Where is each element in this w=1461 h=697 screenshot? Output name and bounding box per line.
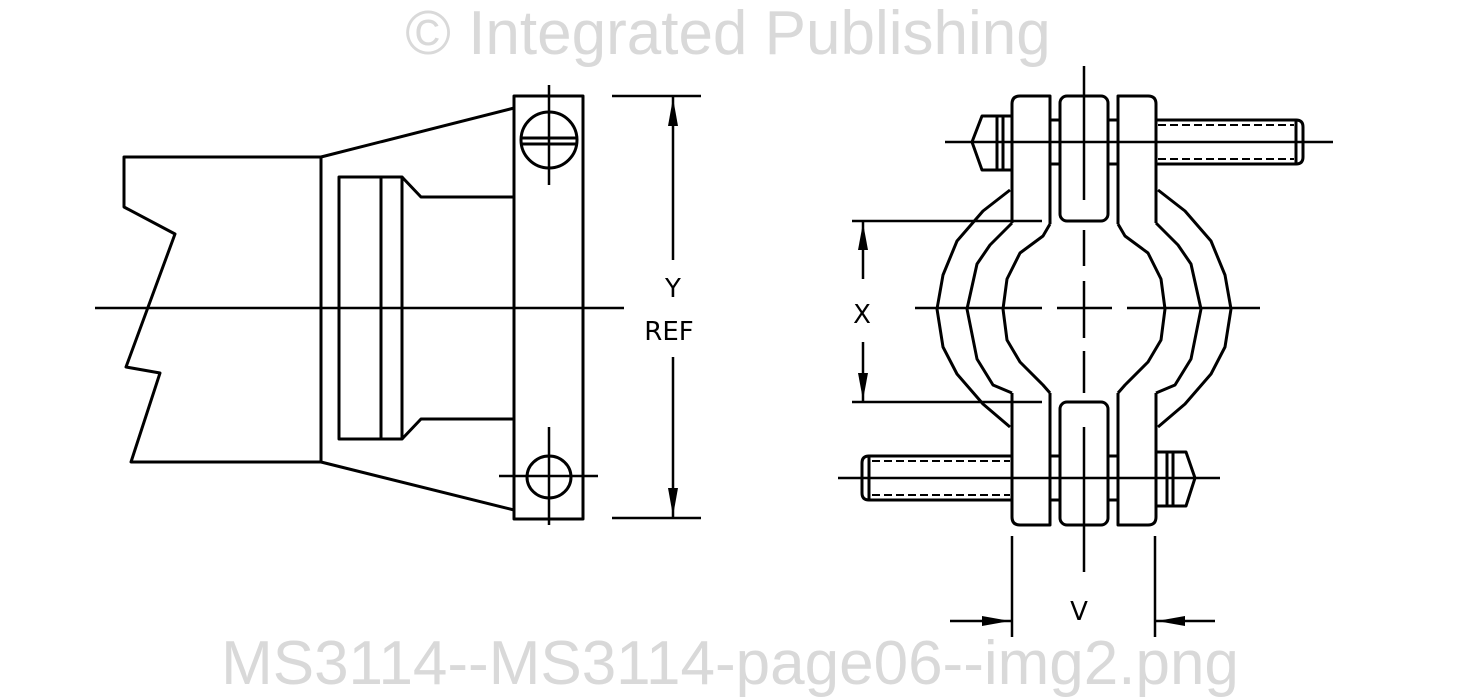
dimension-v: V bbox=[950, 536, 1215, 637]
dimension-y-ref-label: REF bbox=[644, 317, 693, 347]
flare-top-line bbox=[320, 106, 515, 159]
watermark-line-1: © Integrated Publishing bbox=[405, 0, 1050, 68]
arrowhead-left-icon bbox=[1157, 616, 1185, 626]
dimension-y-label: Y bbox=[664, 274, 681, 304]
arrowhead-up-icon bbox=[858, 223, 868, 250]
cable-body-broken-outline bbox=[122, 155, 321, 464]
watermark-line-2: MS3114--MS3114-page06--img2.png bbox=[221, 629, 1239, 697]
side-view: Y REF bbox=[95, 85, 701, 525]
end-view: X V bbox=[838, 66, 1333, 637]
flare-bottom-line bbox=[320, 460, 515, 512]
center-lines-right bbox=[915, 66, 1260, 572]
screw-hole-bottom-icon bbox=[499, 427, 598, 525]
bolt-bottom bbox=[838, 450, 1220, 508]
insert-step-bottom bbox=[400, 417, 514, 441]
bolt-top bbox=[945, 114, 1333, 172]
arrowhead-down-icon bbox=[858, 373, 868, 400]
arrowhead-right-icon bbox=[982, 616, 1010, 626]
dimension-x: X bbox=[852, 219, 1042, 404]
arrowhead-up-icon bbox=[668, 98, 678, 126]
dimension-v-label: V bbox=[1070, 597, 1088, 627]
insert-step-top bbox=[400, 175, 514, 199]
watermark: © Integrated Publishing MS3114--MS3114-p… bbox=[221, 0, 1239, 697]
dimension-x-label: X bbox=[853, 300, 871, 330]
screw-head-top-icon bbox=[519, 85, 579, 185]
arrowhead-down-icon bbox=[668, 488, 678, 516]
dimension-y: Y REF bbox=[612, 94, 701, 520]
